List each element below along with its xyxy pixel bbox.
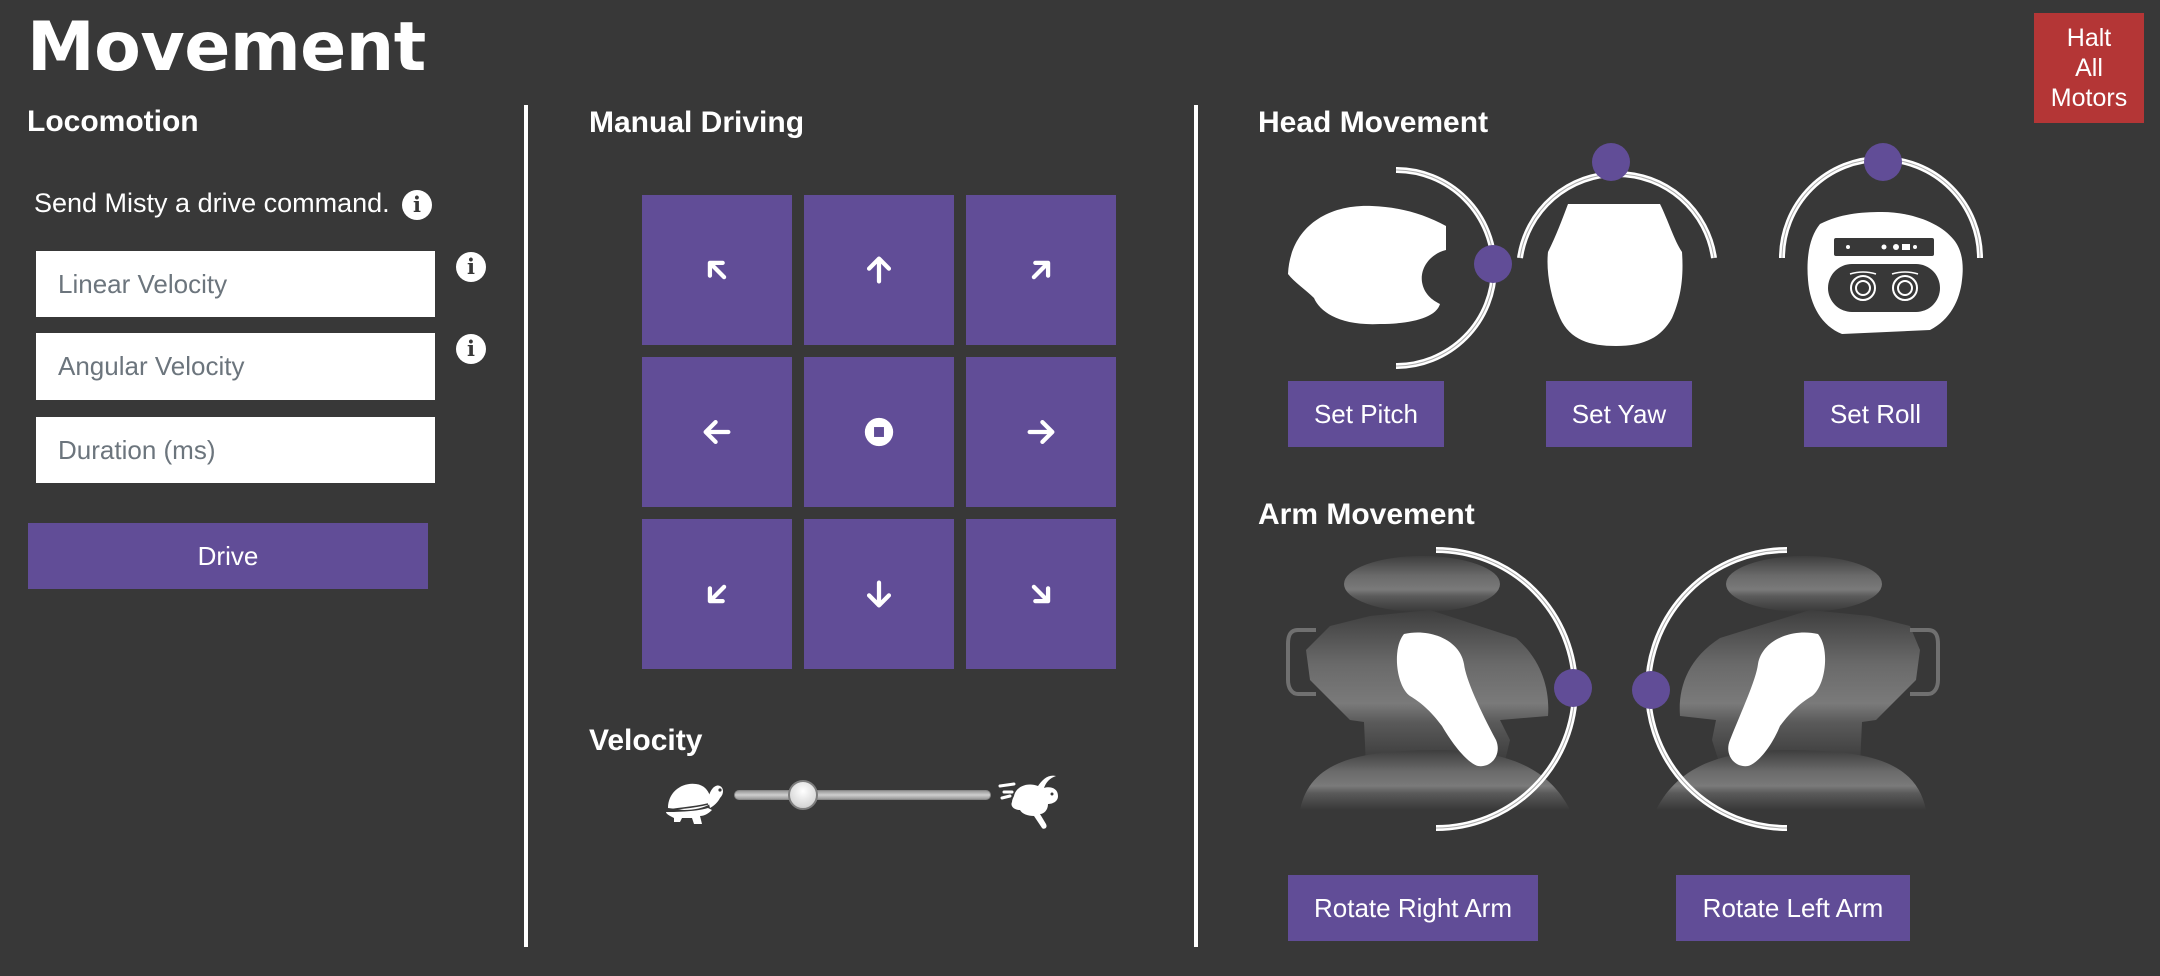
drive-forward-right-button[interactable] <box>966 195 1116 345</box>
drive-stop-button[interactable] <box>804 357 954 507</box>
velocity-slider-thumb[interactable] <box>788 780 819 810</box>
angular-velocity-info-icon[interactable]: i <box>456 334 486 364</box>
arrow-up-left-icon <box>707 260 727 280</box>
drive-right-button[interactable] <box>966 357 1116 507</box>
arm-movement-title: Arm Movement <box>1258 498 1475 531</box>
linear-velocity-input[interactable] <box>36 251 435 317</box>
section-divider-left <box>524 105 528 947</box>
set-roll-button[interactable]: Set Roll <box>1804 381 1947 447</box>
drive-backward-button[interactable] <box>804 519 954 669</box>
yaw-control <box>1517 143 1717 346</box>
section-divider-right <box>1194 105 1198 947</box>
halt-label-line3: Motors <box>2050 84 2128 112</box>
yaw-knob[interactable] <box>1592 143 1630 181</box>
drive-button[interactable]: Drive <box>28 523 428 589</box>
velocity-slider-track[interactable] <box>734 790 991 800</box>
angular-velocity-input[interactable] <box>36 333 435 400</box>
velocity-title: Velocity <box>589 724 703 757</box>
right-arm-knob[interactable] <box>1554 669 1592 707</box>
pitch-knob[interactable] <box>1474 245 1512 283</box>
right-arm-control <box>1286 547 1592 831</box>
locomotion-title: Locomotion <box>27 105 199 138</box>
roll-control <box>1779 143 1983 334</box>
rotate-left-arm-button[interactable]: Rotate Left Arm <box>1676 875 1910 941</box>
drive-forward-left-button[interactable] <box>642 195 792 345</box>
arrow-left-icon <box>703 419 731 445</box>
drive-backward-left-button[interactable] <box>642 519 792 669</box>
arrow-up-right-icon <box>1031 260 1051 280</box>
drive-backward-right-button[interactable] <box>966 519 1116 669</box>
head-back-silhouette <box>1547 204 1683 346</box>
left-arm-knob[interactable] <box>1632 671 1670 709</box>
info-circle-icon[interactable]: i <box>402 190 432 220</box>
arrow-down-left-icon <box>707 584 727 604</box>
set-yaw-button[interactable]: Set Yaw <box>1546 381 1692 447</box>
drive-pad <box>642 195 1116 669</box>
turtle-icon <box>666 783 723 824</box>
roll-knob[interactable] <box>1864 143 1902 181</box>
stop-circle-icon <box>864 417 894 447</box>
arrow-down-right-icon <box>1031 584 1051 604</box>
set-pitch-button[interactable]: Set Pitch <box>1288 381 1444 447</box>
head-movement-title: Head Movement <box>1258 106 1489 139</box>
arrow-down-icon <box>866 580 892 608</box>
rotate-right-arm-button[interactable]: Rotate Right Arm <box>1288 875 1538 941</box>
arrow-up-icon <box>866 256 892 284</box>
left-arm-control <box>1632 547 1940 831</box>
drive-description: Send Misty a drive command. <box>34 188 390 218</box>
rabbit-icon <box>998 775 1058 829</box>
left-arm-shape <box>1728 632 1826 767</box>
duration-input[interactable] <box>36 417 435 483</box>
halt-label-line1: Halt <box>2066 24 2112 52</box>
head-side-silhouette <box>1288 205 1446 325</box>
arrow-right-icon <box>1027 419 1055 445</box>
halt-all-motors-button[interactable]: Halt All Motors <box>2034 13 2144 123</box>
right-arm-shape <box>1396 632 1498 767</box>
manual-driving-title: Manual Driving <box>589 106 805 139</box>
linear-velocity-info-icon[interactable]: i <box>456 252 486 282</box>
drive-forward-button[interactable] <box>804 195 954 345</box>
drive-left-button[interactable] <box>642 357 792 507</box>
halt-label-line2: All <box>2075 54 2103 82</box>
page-title: Movement <box>27 8 426 87</box>
pitch-control <box>1288 167 1512 369</box>
